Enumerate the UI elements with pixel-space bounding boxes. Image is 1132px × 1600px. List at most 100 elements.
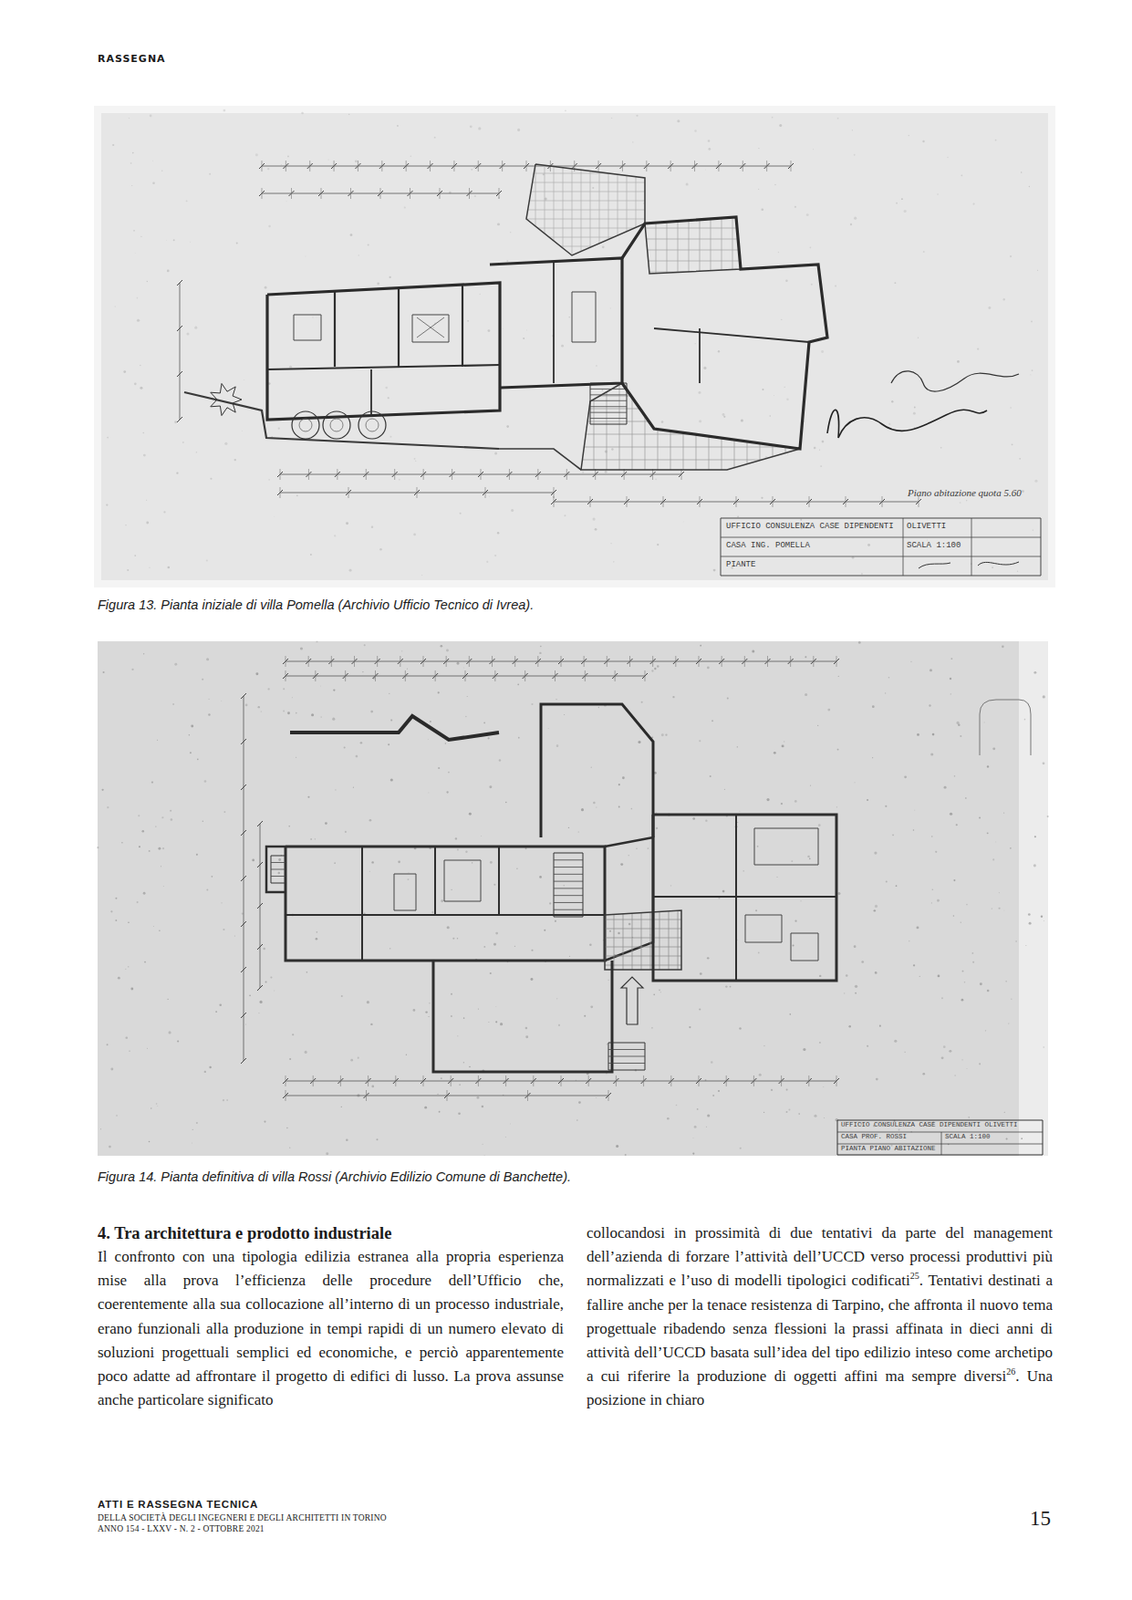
paper-speck [888,423,891,426]
dimension-tick [240,875,247,882]
wall-line [837,1143,1043,1145]
extension-line [789,655,791,667]
paper-speck [569,316,571,318]
paper-speck [972,202,975,205]
paper-speck [269,478,271,480]
paper-speck [685,182,689,186]
paper-speck [635,114,638,117]
wall-line [745,914,782,943]
paper-speck [549,902,551,904]
paper-speck [820,350,824,354]
paper-speck [290,696,293,699]
paper-speck [654,477,657,480]
paper-speck [1037,270,1039,271]
paper-speck [332,717,335,721]
paper-speck [437,691,440,694]
paper-speck [910,661,912,663]
paper-speck [940,446,943,449]
paper-speck [861,572,863,575]
wall-line [270,855,286,883]
extension-line [614,670,616,682]
wall-line [754,828,819,865]
body-text: Il confronto con una tipologia edilizia … [97,1245,564,1413]
paper-speck [568,827,570,829]
paper-speck [360,741,363,744]
paper-speck [656,664,659,667]
tree-symbol [291,411,320,439]
paper-speck [706,1113,710,1117]
paper-speck [622,776,625,779]
extension-line [439,187,441,199]
paper-speck [311,713,314,717]
extension-line [766,160,768,172]
paper-speck [413,1008,416,1012]
paper-speck [208,1066,211,1069]
paper-speck [480,835,483,838]
paper-speck [656,543,659,546]
paper-speck [854,992,857,995]
paper-speck [509,231,511,233]
paper-speck [362,671,364,673]
paper-speck [932,888,935,891]
extension-line [365,468,367,480]
paper-speck [123,370,126,374]
paper-speck [103,671,105,674]
paper-speck [819,975,821,977]
paper-speck [937,975,941,978]
paper-speck [740,418,744,422]
paper-speck [117,976,121,980]
paper-speck [396,124,399,127]
paper-speck [509,1122,512,1125]
paper-speck [1001,645,1005,649]
paper-speck [282,687,285,690]
paper-speck [134,554,136,557]
extension-line [721,655,723,667]
paper-speck [1009,255,1012,258]
paper-speck [576,1119,579,1122]
paper-speck [916,733,920,737]
footnote-ref: 26 [1006,1367,1016,1378]
paper-speck [110,910,113,913]
paper-speck [822,1085,825,1088]
extension-line [453,160,455,172]
paper-speck [913,964,915,966]
paper-speck [809,857,811,860]
paper-speck [152,925,155,928]
wall-line [698,328,701,384]
paper-speck [467,320,469,322]
paper-speck [145,499,147,501]
paper-speck [315,316,318,319]
paper-speck [569,955,571,957]
paper-speck [457,1111,461,1115]
extension-line [809,496,811,508]
extension-line [494,670,496,682]
extension-line [845,496,847,508]
tile-hatch [644,217,741,274]
paper-speck [1042,919,1045,922]
paper-speck [300,647,303,651]
wall-line [412,314,449,343]
paper-speck [401,650,403,652]
paper-speck [711,719,714,722]
extension-line [312,1075,314,1087]
extension-line [348,487,350,499]
paper-speck [781,744,785,748]
paper-speck [410,155,413,158]
paper-speck [414,457,416,460]
paper-speck [127,965,129,967]
paper-speck [371,1085,374,1089]
paper-speck [150,1107,152,1109]
paper-speck [390,778,394,782]
paper-speck [698,739,701,742]
paper-speck [136,901,139,904]
wall-line [608,1042,645,1070]
paper-speck [554,920,557,923]
paper-speck [497,531,499,534]
paper-speck [659,991,662,994]
extension-line [480,468,482,480]
paper-speck [1028,922,1032,925]
paper-speck [819,1041,821,1044]
paper-speck [794,920,797,923]
extension-line [560,655,562,667]
paper-speck [488,1021,489,1023]
